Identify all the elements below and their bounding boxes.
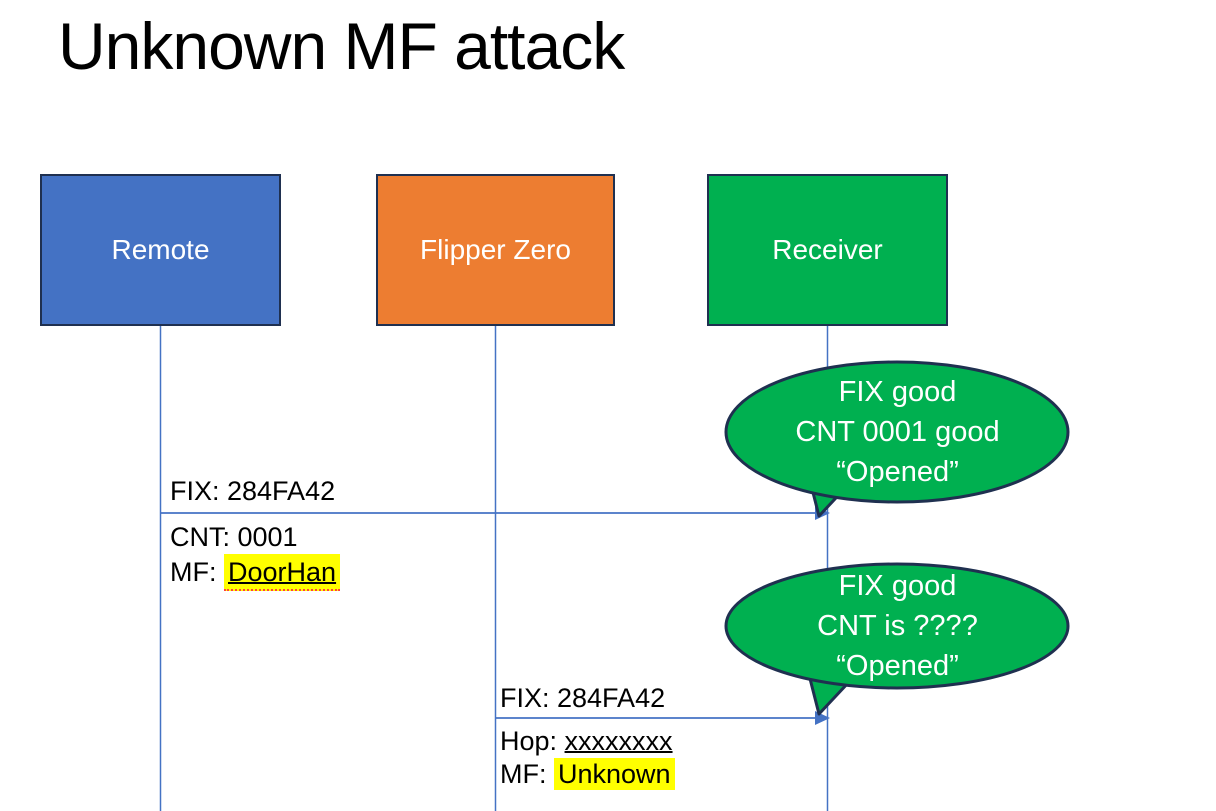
actor-box-remote: Remote <box>40 174 281 326</box>
actor-label-flipper-zero: Flipper Zero <box>420 234 571 265</box>
message-1-line-1: FIX: 284FA42 <box>170 476 336 506</box>
speech-bubble-1-text: FIX good CNT 0001 good “Opened” <box>726 362 1069 502</box>
slide-title: Unknown MF attack <box>58 9 625 83</box>
message-1-line-2: CNT: 0001 <box>170 522 298 552</box>
message-2-highlighted-word: Unknown <box>554 758 675 790</box>
actor-label-receiver: Receiver <box>772 234 883 265</box>
actor-box-receiver: Receiver <box>707 174 948 326</box>
message-1-highlighted-word: DoorHan <box>224 554 341 591</box>
bubble-2-line-1: FIX good <box>838 570 957 602</box>
message-2-line-2: Hop: xxxxxxxx <box>500 724 673 760</box>
actor-box-flipper-zero: Flipper Zero <box>376 174 615 326</box>
bubble-2-line-3: “Opened” <box>836 650 959 682</box>
bubble-1-line-1: FIX good <box>838 376 957 408</box>
bubble-1-line-2: CNT 0001 good <box>795 416 1000 448</box>
message-2-underlined-word: xxxxxxxx <box>564 724 673 760</box>
bubble-2-line-2: CNT is ???? <box>817 610 978 642</box>
speech-bubble-1-shape <box>724 360 1070 518</box>
message-2-line-3: MF: Unknown <box>500 757 675 791</box>
speech-bubble-2-text: FIX good CNT is ???? “Opened” <box>726 564 1069 688</box>
actor-label-remote: Remote <box>111 234 210 265</box>
speech-bubble-2-shape <box>724 562 1070 716</box>
message-2-line-2-prefix: Hop: <box>500 726 565 756</box>
message-1-line-3-prefix: MF: <box>170 557 224 587</box>
message-2-line-1: FIX: 284FA42 <box>500 683 666 713</box>
bubble-1-line-3: “Opened” <box>836 456 959 488</box>
message-2-line-3-prefix: MF: <box>500 759 554 789</box>
message-1-line-3: MF: DoorHan <box>170 554 341 591</box>
